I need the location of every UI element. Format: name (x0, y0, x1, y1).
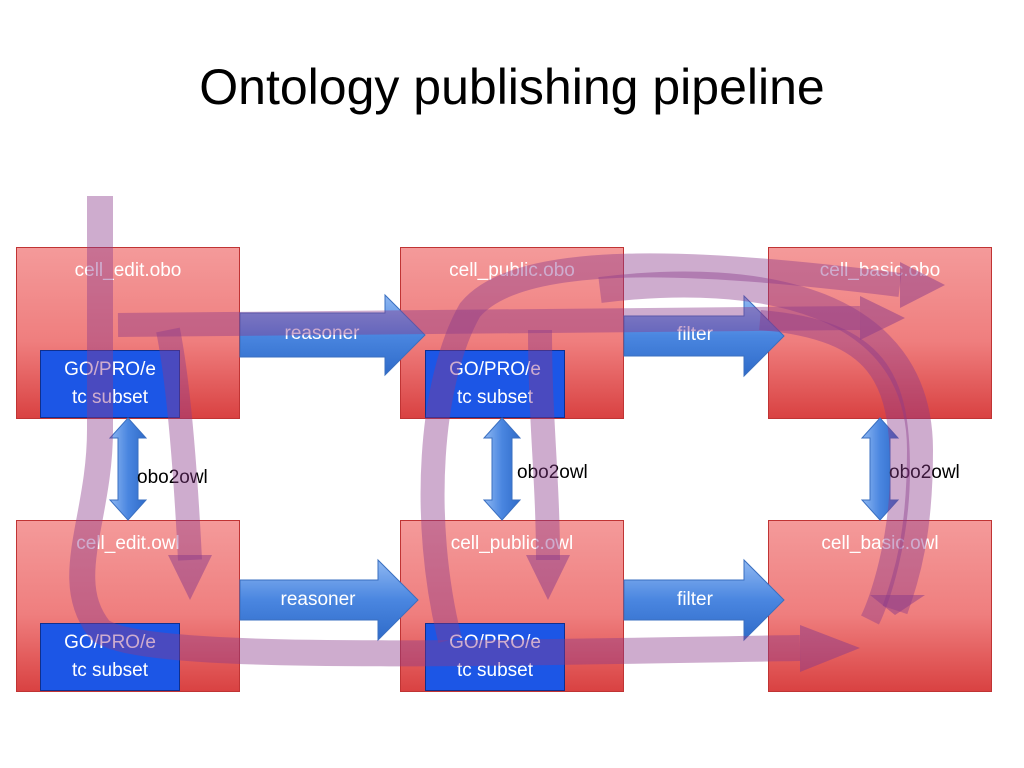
box-label: cell_edit.owl (76, 533, 180, 554)
reasoner-arrow-top (239, 293, 426, 377)
flow-arrowhead-top-right (860, 296, 905, 340)
box-label: cell_basic.owl (821, 533, 939, 554)
slide-title: Ontology publishing pipeline (199, 59, 825, 115)
obo2owl-label-right: obo2owl (889, 462, 960, 483)
box-label: cell_edit.obo (74, 260, 182, 281)
subset-line: tc subset (456, 660, 534, 681)
flow-path-public-loop (528, 329, 560, 561)
subset-box-public-obo: GO/PRO/e tc subset (425, 350, 565, 418)
flow-path-edit-down (156, 327, 202, 561)
box-label: cell_public.obo (449, 260, 575, 281)
flow-path-public-arc (420, 253, 902, 643)
filter-arrow-bottom (623, 558, 785, 642)
subset-line: GO/PRO/e (64, 359, 156, 380)
reasoner-arrow-bottom (239, 558, 419, 642)
subset-box-edit-owl: GO/PRO/e tc subset (40, 623, 180, 691)
subset-box-public-owl: GO/PRO/e tc subset (425, 623, 565, 691)
subset-line: tc subset (71, 660, 149, 681)
cell-basic-obo-box: cell_basic.obo (768, 247, 992, 419)
subset-line: tc subset (71, 387, 149, 408)
flow-arrowhead-bottom-right (800, 625, 860, 672)
flow-path-main-loop (69, 196, 801, 667)
subset-line: tc subset (456, 387, 534, 408)
flow-arrowhead-public-owl (526, 555, 570, 600)
filter-label-bottom: filter (677, 589, 713, 610)
flow-arrowhead-basic-owl (870, 595, 925, 615)
flow-path-right-arc (598, 271, 934, 615)
subset-line: GO/PRO/e (449, 632, 541, 653)
obo2owl-arrow-middle (482, 417, 522, 521)
obo2owl-arrow-right (860, 417, 900, 521)
box-label: cell_public.owl (450, 533, 574, 554)
flow-arrowhead-edit-owl (168, 555, 212, 600)
obo2owl-arrow-left (108, 417, 148, 521)
reasoner-label-top: reasoner (284, 323, 360, 344)
flow-path-top-row (117, 306, 861, 337)
reasoner-label-bottom: reasoner (280, 589, 356, 610)
flow-path-basic-loop (759, 310, 911, 625)
subset-box-edit-obo: GO/PRO/e tc subset (40, 350, 180, 418)
filter-label-top: filter (677, 324, 713, 345)
obo2owl-label-left: obo2owl (137, 467, 208, 488)
filter-arrow-top (623, 294, 785, 378)
flow-arrowhead-basic-top (900, 262, 945, 308)
subset-line: GO/PRO/e (64, 632, 156, 653)
subset-line: GO/PRO/e (449, 359, 541, 380)
obo2owl-label-middle: obo2owl (517, 462, 588, 483)
